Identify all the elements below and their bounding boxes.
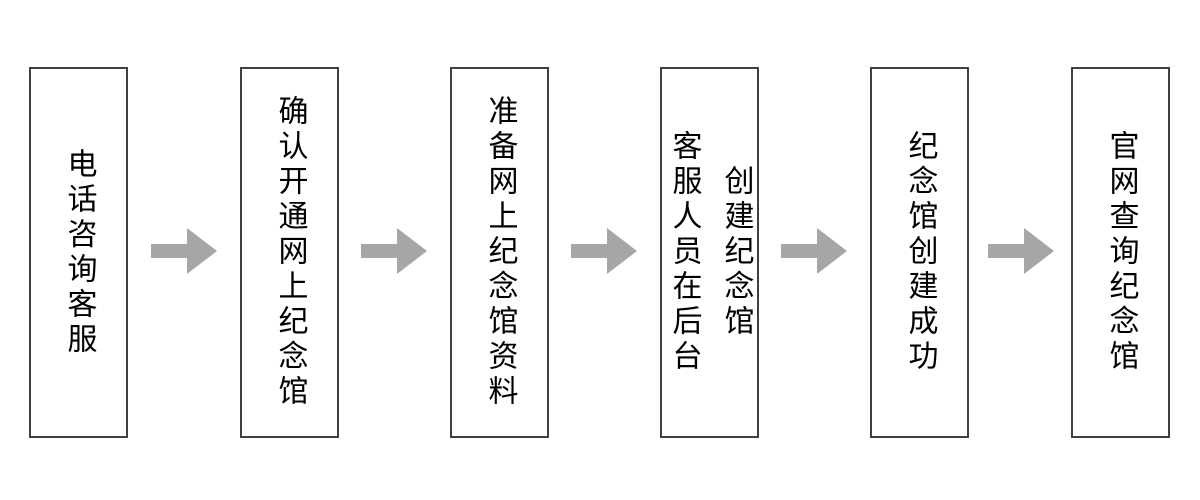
step-label: 电话咨询客服 <box>62 147 96 358</box>
flow-step-prepare-materials: 准备网上纪念馆资料 <box>450 67 549 438</box>
step-label: 准备网上纪念馆资料 <box>483 95 517 410</box>
right-arrow-icon <box>361 228 427 274</box>
flow-step-backend-create: 客服人员在后台 创建纪念馆 <box>660 67 759 438</box>
step-label: 客服人员在后台 <box>667 130 701 375</box>
right-arrow-icon <box>781 228 847 274</box>
right-arrow-icon <box>988 228 1054 274</box>
step-label: 确认开通网上纪念馆 <box>273 95 307 410</box>
flow-step-confirm-open: 确认开通网上纪念馆 <box>240 67 339 438</box>
step-label: 官网查询纪念馆 <box>1104 130 1138 375</box>
flow-step-phone-consult: 电话咨询客服 <box>29 67 128 438</box>
right-arrow-icon <box>571 228 637 274</box>
flow-step-create-success: 纪念馆创建成功 <box>870 67 969 438</box>
step-label: 创建纪念馆 <box>719 165 753 340</box>
right-arrow-icon <box>151 228 217 274</box>
step-label: 纪念馆创建成功 <box>903 130 937 375</box>
flow-step-official-site-query: 官网查询纪念馆 <box>1071 67 1170 438</box>
